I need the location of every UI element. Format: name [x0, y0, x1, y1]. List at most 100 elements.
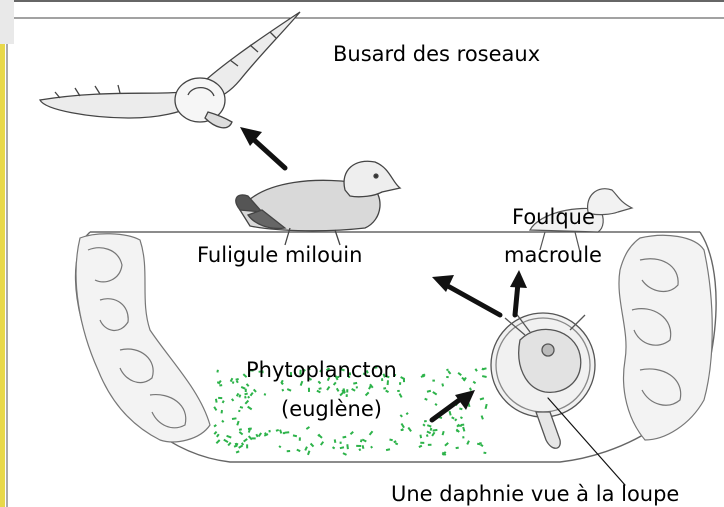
plankton-dot — [401, 423, 405, 428]
plankton-dot — [441, 383, 444, 386]
plankton-dot — [481, 415, 484, 419]
plankton-dot — [238, 445, 243, 449]
plankton-dot — [336, 388, 340, 392]
plankton-dot — [356, 445, 361, 447]
plankton-dot — [370, 446, 373, 449]
plankton-dot — [231, 398, 234, 401]
plankton-dot — [334, 439, 337, 443]
plankton-dot — [418, 445, 422, 448]
plankton-dot — [432, 391, 437, 395]
plankton-dot — [422, 424, 425, 427]
plankton-dot — [246, 383, 250, 387]
plankton-dot — [235, 378, 238, 381]
label-marsh-harrier: Busard des roseaux — [333, 42, 540, 66]
plankton-dot — [473, 381, 477, 384]
plankton-dot — [451, 416, 454, 419]
plankton-dot — [307, 450, 310, 455]
plankton-dot — [306, 426, 310, 430]
plankton-dot — [285, 431, 290, 433]
plankton-dot — [420, 442, 424, 444]
plankton-dot — [264, 393, 267, 396]
plankton-dot — [304, 446, 308, 451]
plankton-dot — [350, 431, 354, 435]
left-border-strip — [0, 44, 5, 507]
plankton-dot — [362, 439, 367, 443]
plankton-dot — [333, 382, 337, 386]
food-chain-arrows — [240, 127, 625, 485]
plankton-dot — [221, 410, 223, 414]
plankton-dot — [460, 416, 463, 419]
plankton-dot — [389, 439, 393, 442]
plankton-dot — [213, 424, 216, 427]
plankton-dot — [430, 428, 433, 431]
plankton-dot — [245, 400, 250, 405]
plankton-dot — [236, 421, 239, 426]
plankton-dot — [216, 434, 220, 438]
plankton-dot — [419, 435, 422, 439]
plankton-dot — [475, 368, 478, 372]
plankton-dot — [356, 386, 358, 388]
plankton-dot — [255, 434, 258, 438]
plankton-dot — [462, 427, 465, 432]
plankton-dot — [358, 448, 361, 451]
plankton-dot — [279, 429, 282, 433]
plankton-dot — [281, 389, 284, 392]
plankton-dot — [318, 387, 321, 390]
plankton-dot — [253, 389, 257, 393]
plankton-dot — [232, 417, 237, 420]
plankton-dot — [239, 431, 244, 435]
plankton-dot — [459, 408, 463, 411]
plankton-dot — [482, 375, 487, 378]
plankton-dot — [483, 452, 486, 454]
plankton-dot — [283, 432, 285, 434]
plankton-dot — [400, 414, 403, 417]
label-phytoplankton-line1: Phytoplancton — [246, 358, 397, 382]
plankton-dot — [432, 429, 437, 432]
plankton-dot — [308, 388, 310, 392]
plankton-dot — [332, 446, 335, 449]
plankton-dot — [342, 436, 346, 439]
plankton-dot — [397, 390, 400, 392]
plankton-dot — [240, 406, 244, 409]
plankton-dot — [310, 443, 314, 447]
plankton-dot — [214, 431, 218, 435]
plankton-dot — [241, 386, 246, 390]
plankton-dot — [216, 439, 221, 444]
label-daphnia: Une daphnie vue à la loupe — [391, 482, 679, 506]
plankton-dot — [221, 420, 224, 423]
plankton-dot — [316, 390, 320, 393]
plankton-dot — [455, 447, 458, 450]
plankton-dot — [480, 444, 483, 447]
plankton-dot — [342, 452, 346, 456]
arrow-daphnia-to-pochard — [446, 285, 500, 315]
plankton-dot — [383, 387, 386, 389]
plankton-dot — [222, 400, 225, 403]
arrow-plankton-to-daphnia — [432, 398, 462, 420]
plankton-dot — [399, 393, 403, 398]
plankton-dot — [446, 376, 448, 378]
plankton-dot — [449, 411, 452, 416]
plankton-dot — [428, 444, 432, 446]
plankton-dot — [243, 438, 248, 442]
plankton-dot — [213, 406, 217, 411]
plankton-dot — [232, 381, 235, 384]
plankton-dot — [219, 384, 222, 386]
plankton-dot — [353, 382, 357, 385]
plankton-dot — [239, 428, 242, 431]
plankton-dot — [426, 431, 431, 434]
plankton-dot — [462, 436, 464, 438]
daphnia-magnifier — [491, 312, 595, 448]
plankton-dot — [245, 389, 247, 392]
plankton-dot — [247, 406, 252, 410]
arrow-daphnia-to-coot — [515, 283, 518, 315]
plankton-dot — [218, 397, 222, 399]
plankton-dot — [296, 449, 300, 452]
plankton-dot — [244, 396, 247, 399]
arrow-pochard-to-harrier — [252, 138, 285, 168]
plankton-dot — [427, 390, 431, 393]
plankton-dot — [293, 434, 297, 437]
plankton-dot — [469, 387, 472, 390]
plankton-dot — [385, 390, 389, 393]
plankton-dot — [247, 396, 250, 399]
plankton-dot — [485, 404, 488, 409]
